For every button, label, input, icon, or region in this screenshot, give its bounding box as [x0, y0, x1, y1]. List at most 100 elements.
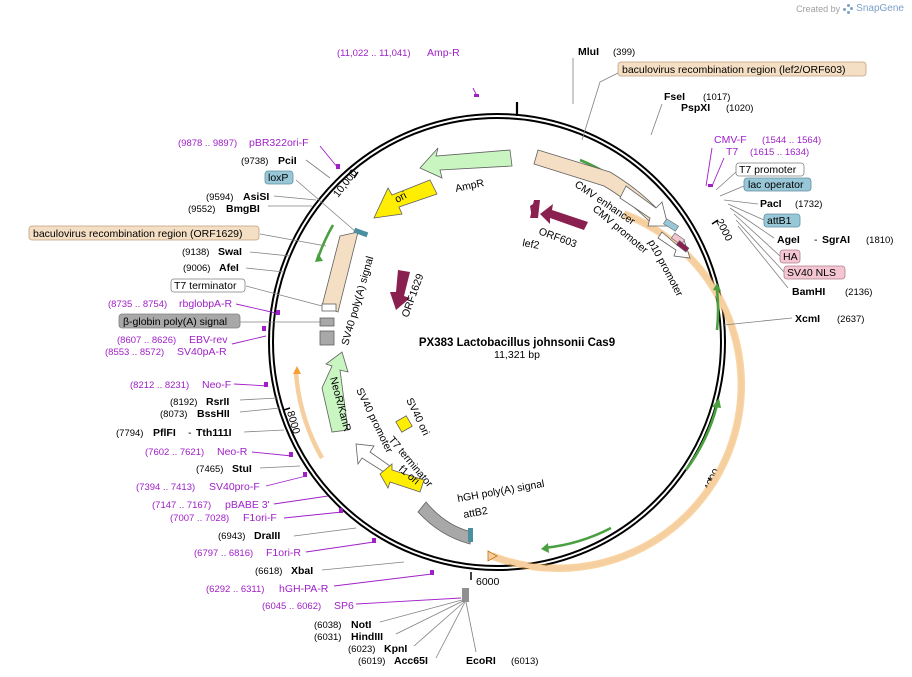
ampr-primer-name: Amp-R — [427, 47, 460, 59]
neof-primer-mark — [264, 382, 268, 387]
orf1629-feature[interactable] — [390, 270, 410, 310]
leader-ha — [733, 213, 781, 257]
fsei-name: FseI — [664, 91, 685, 103]
leader-pbabe — [273, 495, 329, 505]
neor-kanr-feature[interactable] — [321, 351, 349, 433]
t7prom-label: T7 promoter — [739, 164, 797, 176]
pflfi-sep: - — [188, 427, 192, 439]
sv40-polya-block[interactable] — [319, 330, 335, 346]
attb1-feature[interactable] — [663, 218, 679, 232]
leader-bsshii — [239, 407, 281, 413]
attb2-feature[interactable] — [468, 528, 473, 542]
rsrii-name: RsrII — [206, 396, 229, 408]
noti-pos: (6038) — [314, 620, 341, 631]
leader-bamhi — [737, 225, 789, 289]
stui-name: StuI — [232, 463, 252, 475]
ecori-pos: (6013) — [511, 656, 538, 667]
leader-cmvf — [705, 147, 713, 187]
pbr322-pos: (9878 .. 9897) — [178, 138, 237, 149]
neof-name: Neo-F — [202, 379, 231, 391]
sv40-nls-feature[interactable] — [676, 240, 690, 253]
hghpa-name: hGH-PA-R — [279, 583, 329, 595]
ebvrev-name: EBV-rev — [189, 334, 228, 346]
t7-terminator-block[interactable] — [321, 303, 337, 312]
orf-arc-head — [487, 550, 498, 562]
loxp-label: loxP — [268, 172, 288, 184]
afei-name: AfeI — [219, 262, 239, 274]
mlui-pos: (399) — [613, 47, 635, 58]
stui-pos: (7465) — [196, 464, 223, 475]
beta-globin-polya-block[interactable] — [319, 317, 335, 327]
leader-hghpa — [333, 573, 433, 587]
plasmid-length: 11,321 bp — [494, 349, 540, 361]
sv40-ori-feature[interactable] — [395, 415, 413, 433]
sv40pro-pos: (7394 .. 7413) — [136, 482, 195, 493]
baculovirus-region-orf1629[interactable] — [321, 231, 359, 313]
agei-name: AgeI — [777, 234, 800, 246]
leader-hindiii — [395, 600, 464, 635]
rbglobin-primer-mark — [276, 310, 280, 315]
lacop-label-box — [743, 177, 812, 192]
f1-ori-feature[interactable] — [379, 463, 425, 493]
neor-primer-mark — [289, 452, 293, 457]
f1orif-primer-mark — [339, 508, 343, 513]
paci-pos: (1732) — [795, 199, 822, 210]
afei-pos: (9006) — [183, 263, 210, 274]
baculo1-label-box — [617, 61, 867, 77]
leader-t7term — [245, 285, 323, 307]
bamhi-pos: (2136) — [845, 287, 872, 298]
leader-rbglobin — [235, 303, 281, 315]
loxp-feature[interactable] — [353, 227, 369, 238]
leader-xcmi — [723, 317, 793, 326]
sv40-promoter-feature[interactable] — [355, 443, 391, 473]
orf-arc — [491, 211, 744, 571]
bottom-site-cluster-mark — [462, 588, 469, 602]
leader-f1orir — [305, 541, 375, 553]
tick-mark-10000 — [353, 171, 359, 179]
sv40pro-name: SV40pro-F — [209, 481, 260, 493]
hgh-polya-feature[interactable] — [417, 501, 473, 545]
orf603-feature[interactable] — [540, 204, 588, 230]
neof-pos: (8212 .. 8231) — [130, 380, 189, 391]
leader-f1orif — [283, 511, 343, 519]
ecori-name: EcoRI — [466, 655, 496, 667]
pbabe-name: pBABE 3' — [225, 499, 270, 511]
cmv-promoter-feature[interactable] — [619, 185, 669, 227]
leader-sv40pro — [265, 475, 307, 487]
neor-pos: (7602 .. 7621) — [145, 447, 204, 458]
leader-draiii — [293, 527, 357, 537]
leader-acc65i — [435, 601, 466, 659]
cmvf-name: CMV-F — [714, 134, 747, 146]
leader-paci — [723, 199, 759, 205]
fsei-pos: (1017) — [703, 92, 730, 103]
bsshii-pos: (8073) — [160, 409, 187, 420]
leader-nls — [735, 219, 785, 273]
draiii-name: DraIII — [254, 530, 280, 542]
tick-mark-2000 — [711, 219, 719, 225]
snapgene-logo-icon — [843, 3, 854, 14]
asisi-pos: (9594) — [206, 192, 233, 203]
acc65i-name: Acc65I — [394, 655, 428, 667]
leader-t7prom — [715, 171, 737, 191]
nls-label: SV40 NLS — [787, 267, 836, 279]
leader-kpni — [413, 601, 465, 647]
leader-loxp — [295, 179, 357, 233]
leader-fsei — [650, 103, 663, 136]
hindiii-name: HindIII — [351, 631, 383, 643]
leader-pbr322 — [319, 145, 339, 169]
tick-label-2000: 2000 — [713, 217, 734, 243]
ori-feature[interactable] — [373, 179, 438, 219]
attb1-label: attB1 — [767, 215, 792, 227]
orange-arc-left — [293, 371, 324, 460]
ampr-feature[interactable] — [419, 147, 513, 179]
leader-noti — [379, 599, 463, 623]
hgh-polya-label: hGH poly(A) signal — [456, 478, 545, 505]
leader-ebvrev — [231, 335, 267, 345]
acc65i-pos: (6019) — [358, 656, 385, 667]
kpni-pos: (6023) — [348, 644, 375, 655]
agei-pos: (1810) — [866, 235, 893, 246]
agei-sep: - — [814, 234, 818, 246]
t7term-label: T7 terminator — [174, 280, 237, 292]
ebvrev-pos: (8607 .. 8626) — [117, 335, 176, 346]
